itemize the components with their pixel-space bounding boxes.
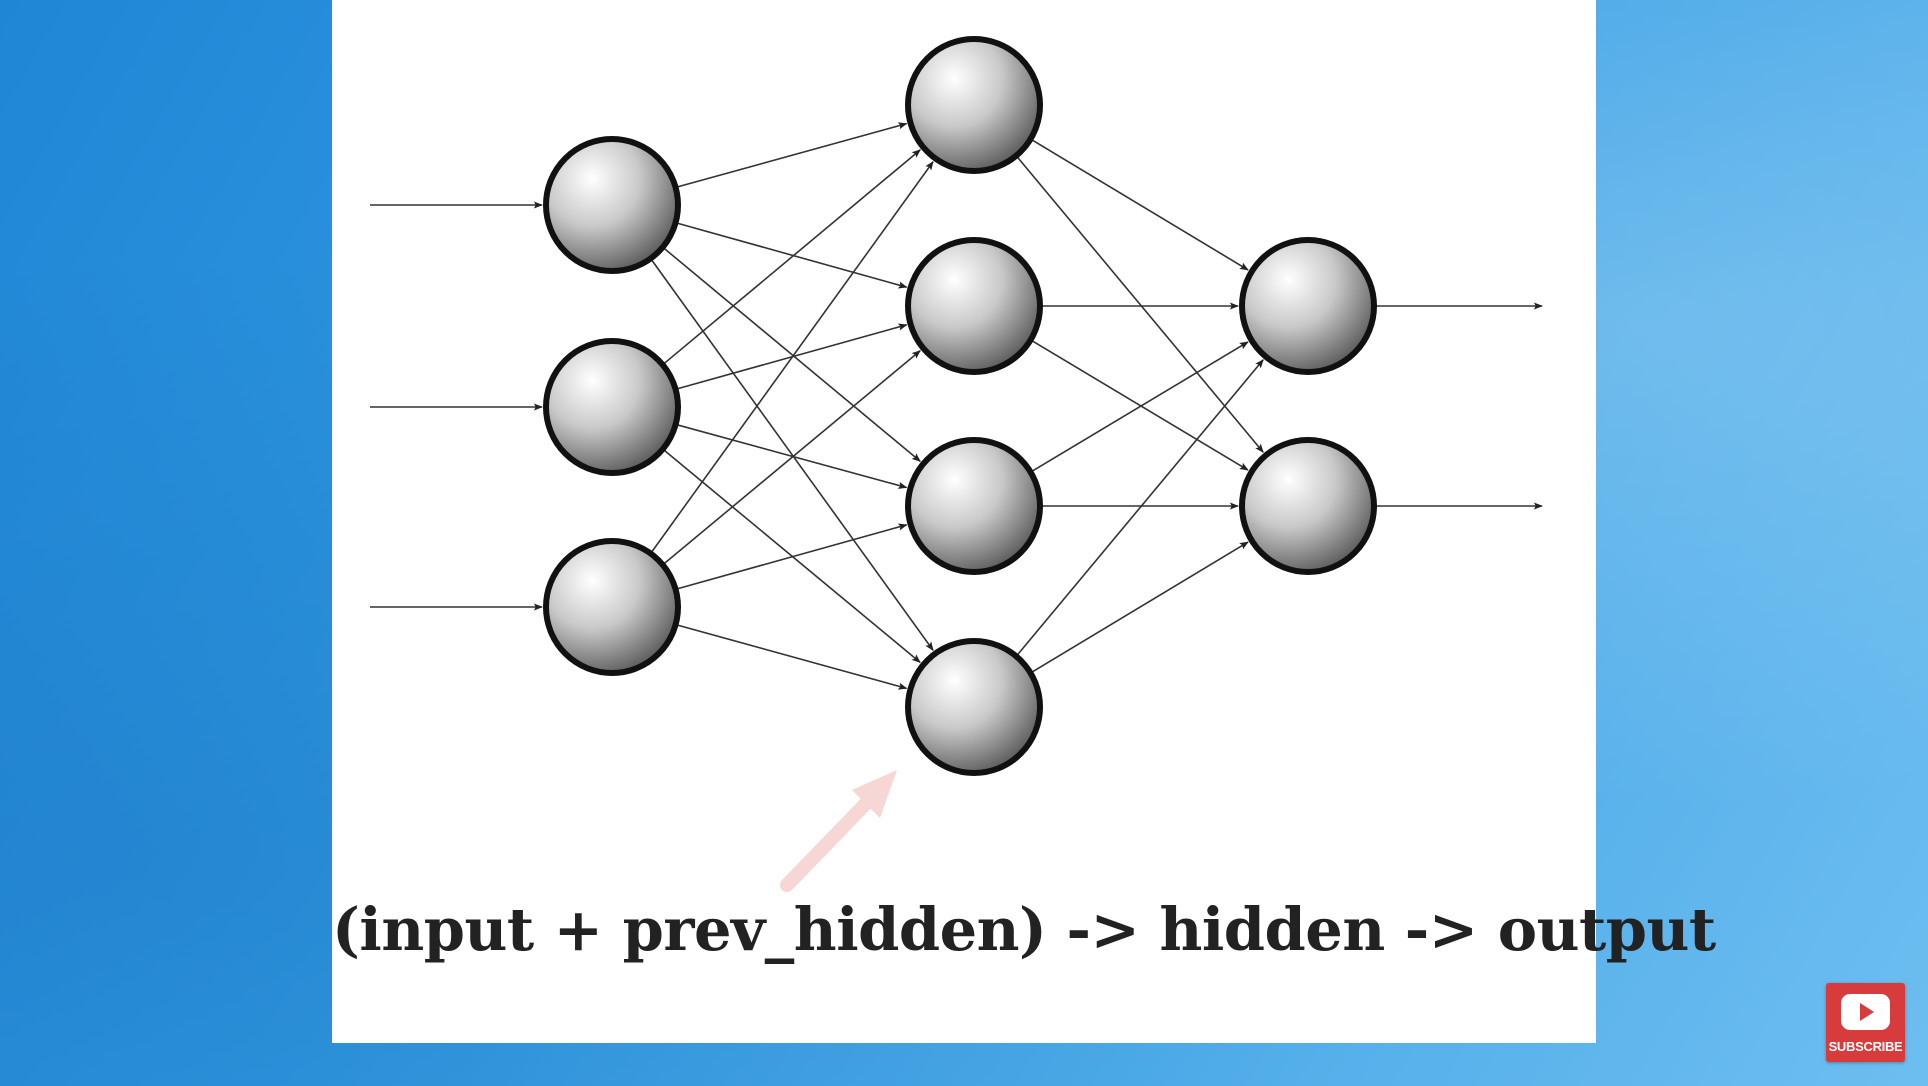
input-node — [543, 538, 681, 676]
connection-edge — [677, 222, 908, 289]
connection-edge — [1016, 359, 1264, 656]
pointer-arrow — [780, 770, 897, 892]
connection-edge — [1031, 341, 1249, 472]
connection-edge — [1031, 340, 1249, 471]
connection-edge — [663, 350, 921, 565]
connection-edge — [1016, 156, 1264, 453]
connection-edge — [663, 247, 921, 462]
connection-edge — [1031, 541, 1249, 673]
pointer-arrow-head — [852, 770, 897, 818]
hidden-node — [905, 638, 1043, 776]
output-node — [1239, 437, 1377, 575]
neurons — [543, 36, 1377, 776]
input-node — [543, 338, 681, 476]
connection-edge — [677, 122, 908, 188]
connection-edge — [677, 523, 908, 590]
connection-edge — [1031, 139, 1249, 271]
caption: (input + prev_hidden) -> hidden -> outpu… — [332, 895, 1716, 964]
hidden-node — [905, 237, 1043, 375]
subscribe-label: SUBSCRIBE — [1828, 1039, 1903, 1054]
youtube-play-icon — [1841, 994, 1890, 1030]
output-node — [1239, 237, 1377, 375]
input-node — [543, 136, 681, 274]
hidden-node — [905, 437, 1043, 575]
pointer-arrow-shaft — [780, 785, 884, 892]
connection-edge — [651, 161, 934, 553]
slide: (input + prev_hidden) -> hidden -> outpu… — [332, 0, 1716, 1043]
connection-edge — [651, 259, 934, 651]
connection-edge — [677, 424, 908, 489]
hidden-node — [905, 36, 1043, 174]
subscribe-button[interactable]: SUBSCRIBE — [1826, 983, 1905, 1062]
connections — [370, 122, 1543, 690]
connection-edge — [663, 149, 921, 365]
neural-network-diagram — [370, 36, 1543, 892]
connection-edge — [677, 624, 908, 690]
